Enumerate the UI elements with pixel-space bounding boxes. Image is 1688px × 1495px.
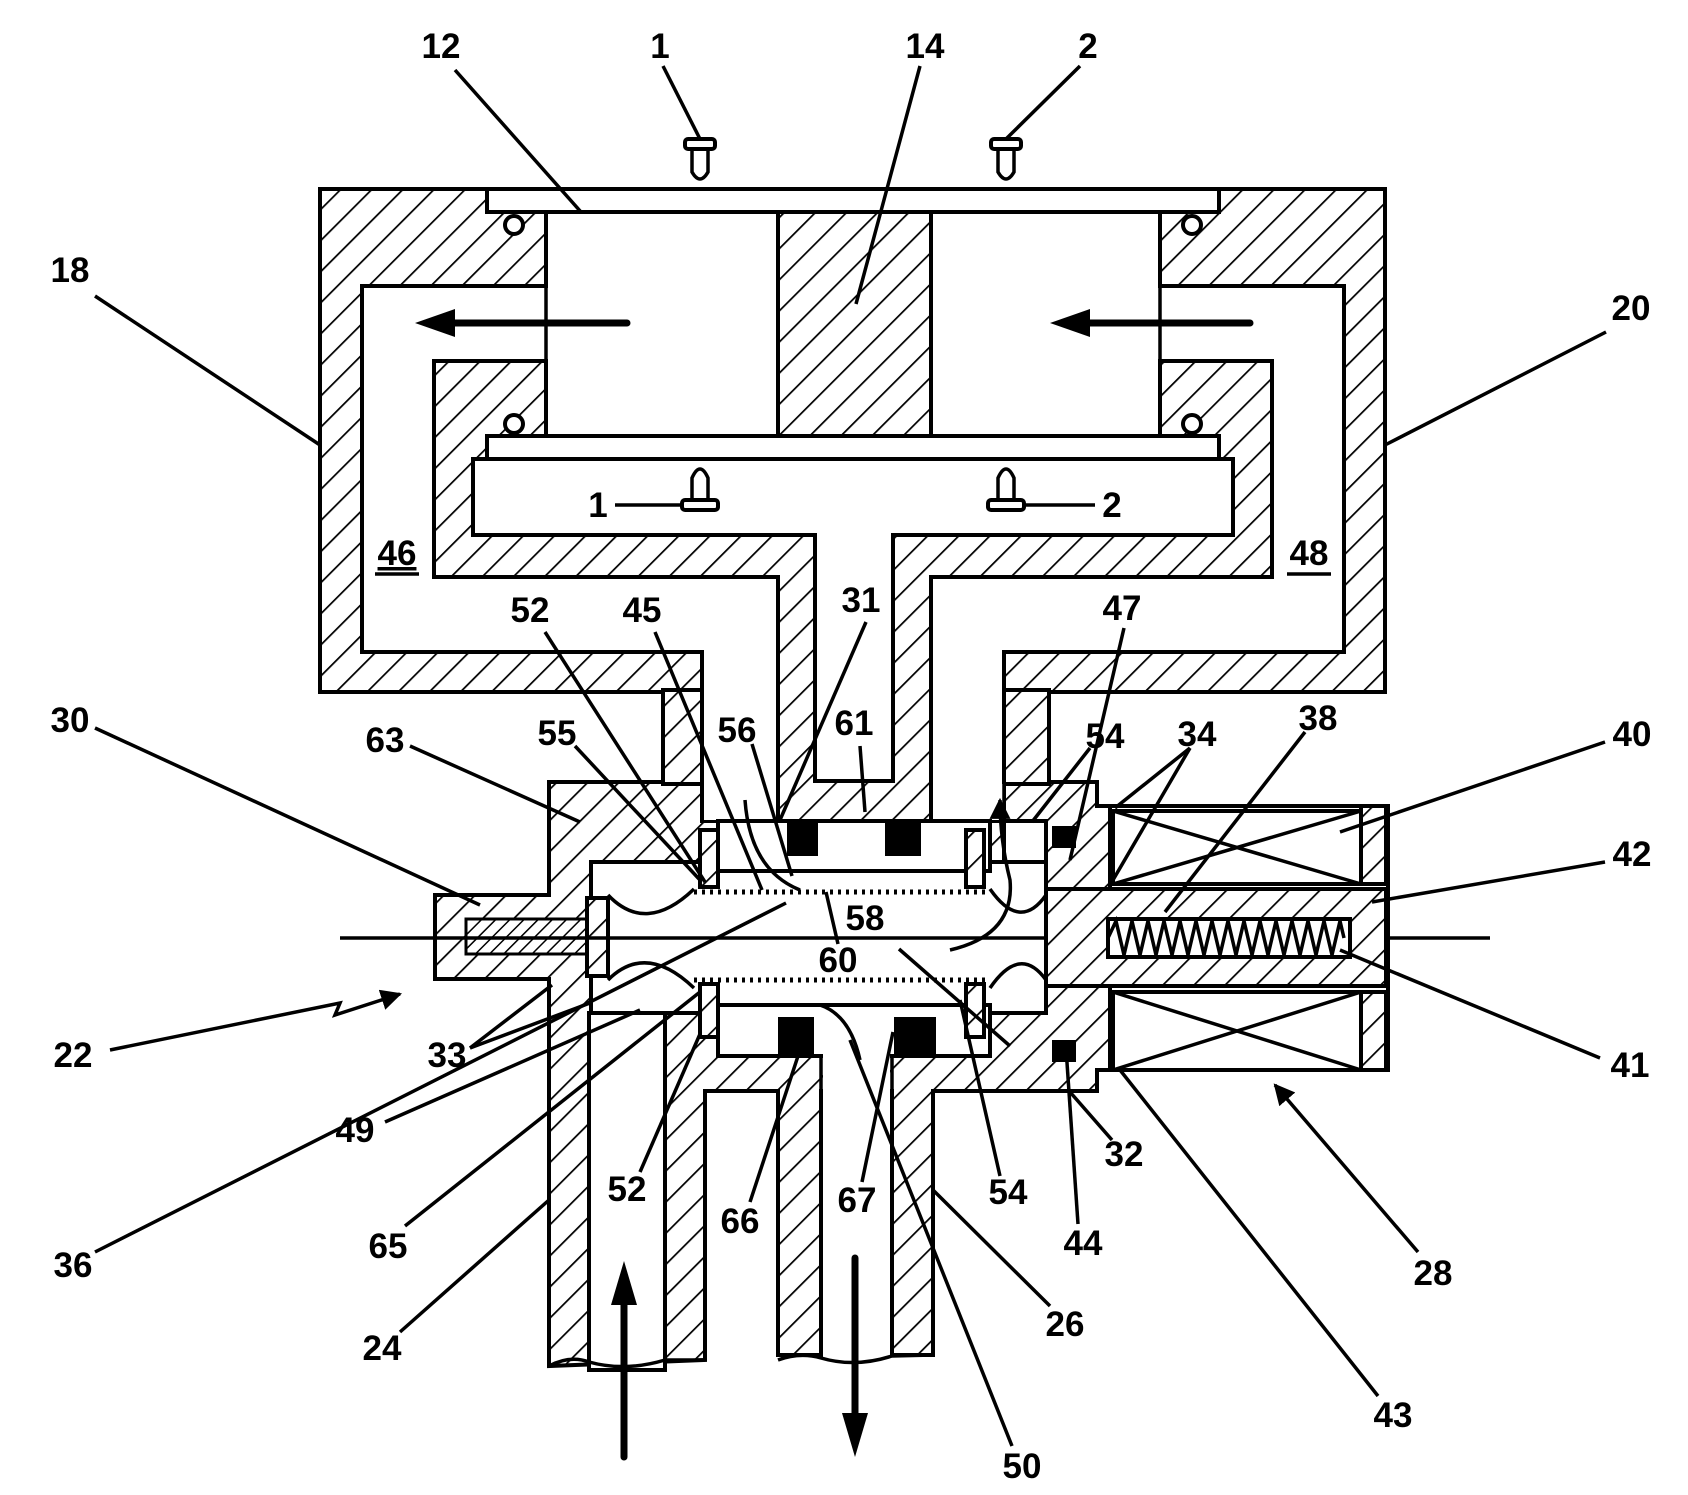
label-66: 66	[721, 1202, 760, 1241]
seal-block-67	[894, 1017, 936, 1056]
seal-block	[787, 821, 818, 856]
label-36: 36	[54, 1246, 93, 1285]
label-40: 40	[1613, 715, 1652, 754]
center-column-14	[778, 212, 931, 436]
label-1-inner: 1	[588, 486, 607, 525]
outlet-port-47	[1004, 821, 1046, 862]
label-43: 43	[1374, 1396, 1413, 1435]
seal-block-66	[778, 1017, 814, 1056]
label-38: 38	[1299, 699, 1338, 738]
pin-icon	[685, 139, 715, 179]
label-50: 50	[1003, 1447, 1042, 1486]
label-12: 12	[422, 27, 461, 66]
label-67: 67	[838, 1181, 877, 1220]
outlet-channel	[933, 784, 1003, 820]
upper-valve-chamber	[718, 821, 990, 871]
top-slot-12	[487, 189, 1219, 212]
o-ring-icon	[1183, 216, 1201, 234]
label-47: 47	[1103, 589, 1142, 628]
label-45: 45	[623, 591, 662, 630]
label-55: 55	[538, 714, 577, 753]
label-24: 24	[363, 1329, 402, 1368]
o-ring-icon	[505, 415, 523, 433]
label-31: 31	[842, 581, 881, 620]
label-18: 18	[51, 251, 90, 290]
label-2: 2	[1078, 27, 1097, 66]
label-44: 44	[1064, 1224, 1103, 1263]
label-60: 60	[819, 941, 858, 980]
label-63: 63	[366, 721, 405, 760]
label-61: 61	[835, 704, 874, 743]
label-1: 1	[650, 27, 669, 66]
label-33: 33	[428, 1036, 467, 1075]
right-descending-wall	[1004, 690, 1049, 784]
seal-block	[885, 821, 921, 856]
label-28: 28	[1414, 1254, 1453, 1293]
label-52: 52	[511, 591, 550, 630]
label-32: 32	[1105, 1135, 1144, 1174]
label-22: 22	[54, 1036, 93, 1075]
seal-block-44	[1052, 1040, 1076, 1062]
arrow-down-icon	[842, 1413, 868, 1457]
label-54-lower: 54	[989, 1173, 1028, 1212]
o-ring-icon	[505, 216, 523, 234]
label-54: 54	[1086, 717, 1125, 756]
pin-icon	[991, 139, 1021, 179]
label-34: 34	[1178, 715, 1217, 754]
label-41: 41	[1611, 1046, 1650, 1085]
label-49: 49	[336, 1111, 375, 1150]
retainer-52	[700, 984, 718, 1037]
label-52-lower: 52	[608, 1170, 647, 1209]
inner-plate-strip	[487, 436, 1219, 459]
label-46: 46	[378, 534, 417, 573]
left-descending-wall	[663, 690, 702, 784]
label-2-inner: 2	[1102, 486, 1121, 525]
label-26: 26	[1046, 1305, 1085, 1344]
label-30: 30	[51, 701, 90, 740]
label-48: 48	[1290, 534, 1329, 573]
end-cap	[1361, 992, 1386, 1070]
label-20: 20	[1612, 289, 1651, 328]
label-65: 65	[369, 1227, 408, 1266]
label-58: 58	[846, 899, 885, 938]
label-56: 56	[718, 711, 757, 750]
label-42: 42	[1613, 835, 1652, 874]
label-14: 14	[906, 27, 945, 66]
o-ring-icon	[1183, 415, 1201, 433]
retainer-54	[966, 830, 984, 887]
